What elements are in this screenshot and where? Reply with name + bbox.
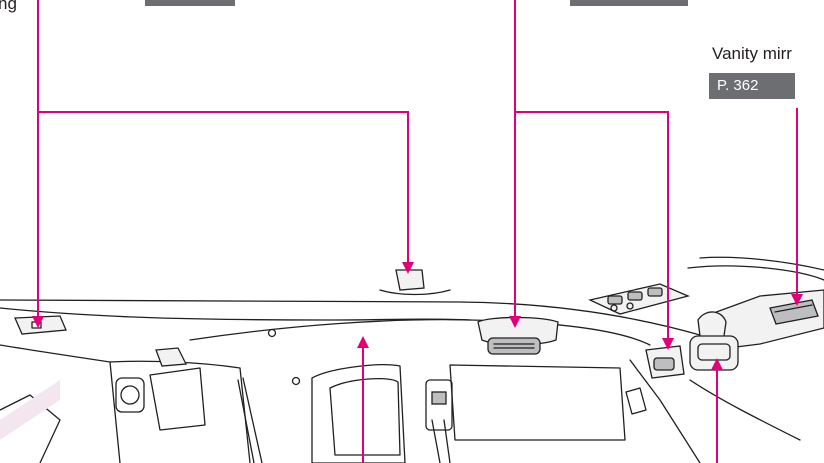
- overhead-button-3: [647, 287, 663, 297]
- dome-light: [395, 269, 425, 291]
- vanity-mirror-label: Vanity mirr: [712, 44, 792, 63]
- right-roof-edge: [687, 265, 824, 281]
- arrowhead-left-handle: [32, 316, 44, 328]
- screw-hole-pillar: [291, 376, 301, 386]
- vanity-mirror-line: [774, 304, 813, 313]
- center-stalk: [425, 379, 453, 431]
- right-grab-handle-grip: [653, 357, 675, 371]
- right-roof-outer: [699, 256, 824, 271]
- center-handle-grip: [487, 337, 541, 355]
- leader-arrowheads: [32, 262, 803, 370]
- left-seatbelt: [237, 377, 263, 463]
- screw-hole-left: [267, 328, 277, 338]
- arrowhead-center-handle: [509, 316, 521, 328]
- left-pillar: [0, 344, 121, 463]
- arrowhead-rear-view-mirror: [711, 358, 723, 370]
- left-coat-hook: [155, 347, 188, 367]
- arrowhead-center-up: [357, 336, 369, 348]
- right-windshield-edge: [689, 379, 801, 441]
- left-vent-ring: [120, 385, 140, 405]
- arrowhead-vanity-mirror: [791, 294, 803, 306]
- arrowhead-right-handle: [662, 338, 674, 350]
- center-stalk-buckle: [431, 391, 447, 405]
- roof-edge: [0, 299, 701, 336]
- overhead-button-1: [607, 295, 623, 305]
- right-a-pillar: [629, 359, 701, 463]
- center-screen: [329, 378, 401, 456]
- top-left-page-badge: [145, 0, 235, 6]
- left-window-frame: [149, 367, 206, 431]
- top-center-page-badge: [570, 0, 688, 6]
- right-dash-panel: [449, 364, 626, 441]
- right-pillar-handle: [625, 387, 647, 415]
- windshield-top-rail: [189, 319, 651, 346]
- leader-lines: [37, 0, 798, 463]
- headliner-lower-edge: [0, 307, 471, 321]
- leader-line-right-handle: [515, 111, 669, 340]
- rear-view-mirror-glass: [697, 343, 731, 361]
- arrowhead-dome-light: [402, 262, 414, 274]
- overhead-light-2: [626, 302, 634, 310]
- center-handle-grip-lines: [493, 343, 535, 349]
- overhead-light-1: [610, 304, 618, 312]
- center-seatbelt: [431, 419, 451, 463]
- left-vent: [115, 377, 145, 413]
- dome-light-arc: [379, 289, 451, 296]
- top-left-callout-label: ng: [0, 0, 17, 13]
- watermark-swoosh: [0, 380, 60, 440]
- leader-line-dome-light: [38, 111, 409, 264]
- vanity-mirror-page-ref[interactable]: P. 362: [709, 73, 795, 99]
- center-console-left: [311, 364, 406, 463]
- overhead-button-2: [627, 291, 643, 301]
